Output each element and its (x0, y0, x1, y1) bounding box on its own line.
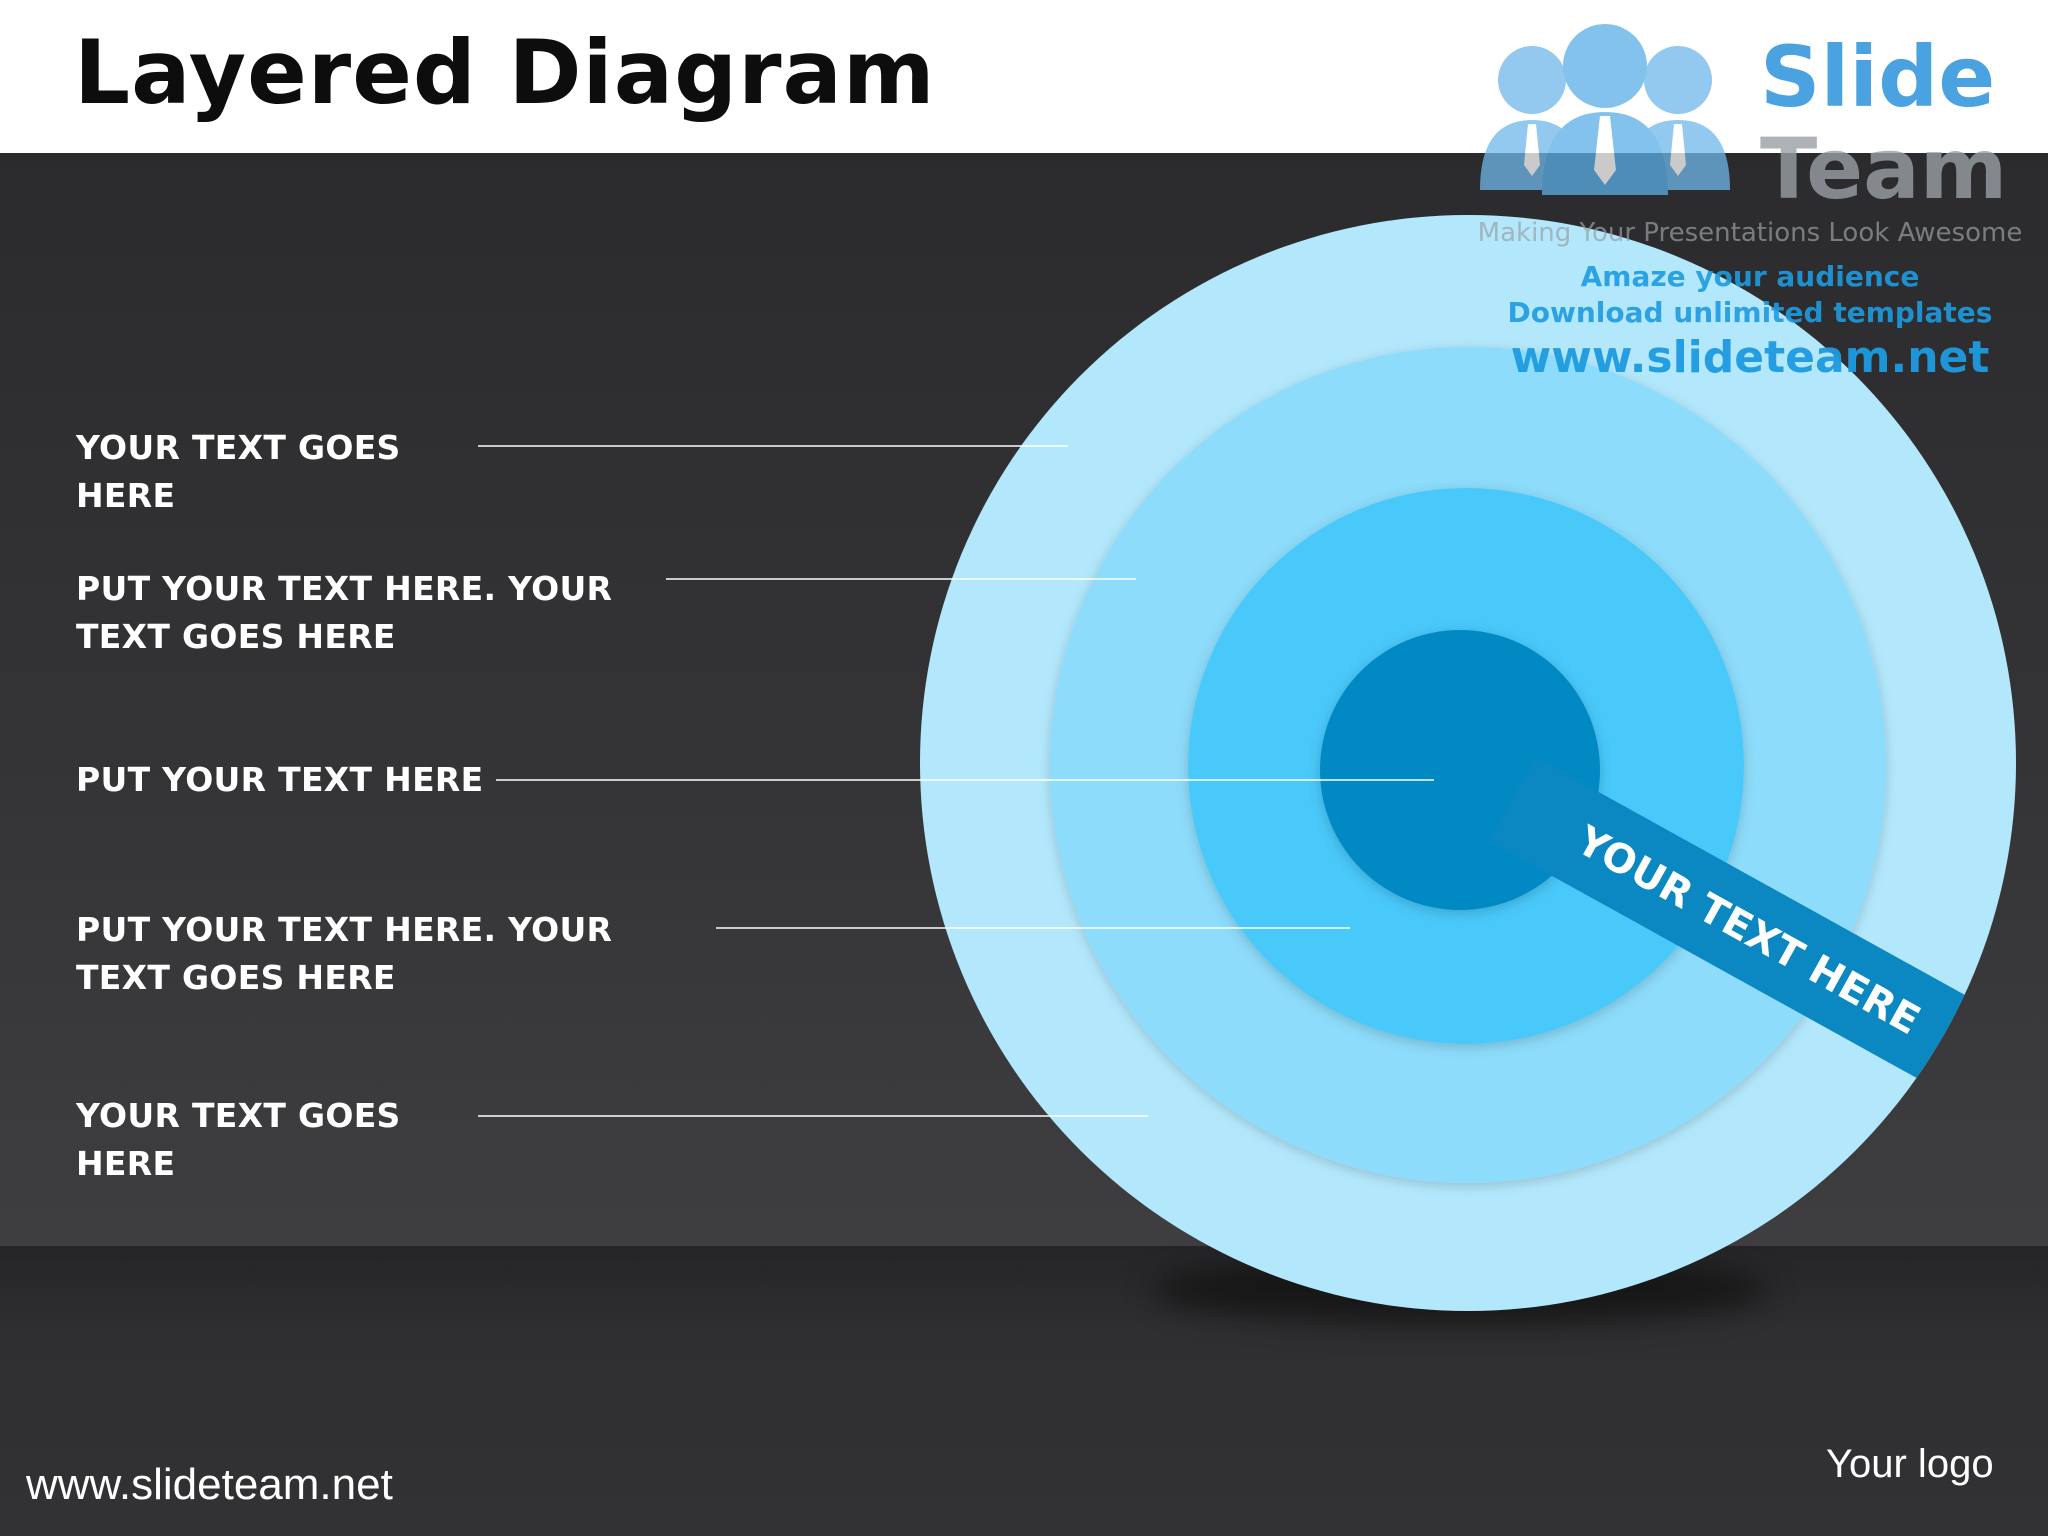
watermark-line-1: Amaze your audience (1580, 260, 1920, 293)
watermark-logo: Slide Team Making Your Presentations Loo… (1470, 20, 2030, 383)
leader-line-4 (716, 927, 1350, 929)
text-label-5: YOUR TEXT GOES HERE (76, 1096, 401, 1183)
watermark-brand-slide: Slide (1760, 28, 1996, 126)
footer-url[interactable]: www.slideteam.net (26, 1460, 393, 1509)
text-label-3: PUT YOUR TEXT HERE (76, 760, 484, 799)
leader-line-5 (478, 1115, 1148, 1117)
leader-line-3 (496, 779, 1434, 781)
text-label-4: PUT YOUR TEXT HERE. YOUR TEXT GOES HERE (76, 910, 613, 997)
watermark-url[interactable]: www.slideteam.net (1510, 332, 1990, 383)
leader-line-2 (666, 578, 1136, 580)
text-label-1: YOUR TEXT GOES HERE (76, 428, 401, 515)
leader-line-1 (478, 445, 1068, 447)
floor-background (0, 1246, 2048, 1536)
people-group-icon (1480, 24, 1730, 195)
watermark-line-2: Download unlimited templates (1507, 296, 1993, 329)
footer-logo-placeholder: Your logo (1826, 1442, 1994, 1486)
text-label-2: PUT YOUR TEXT HERE. YOUR TEXT GOES HERE (76, 569, 613, 656)
ribbon-band (1489, 757, 2016, 1113)
slide-title: Layered Diagram (74, 21, 936, 124)
watermark-brand-team: Team (1760, 120, 2008, 218)
watermark-tagline: Making Your Presentations Look Awesome (1477, 218, 2023, 248)
